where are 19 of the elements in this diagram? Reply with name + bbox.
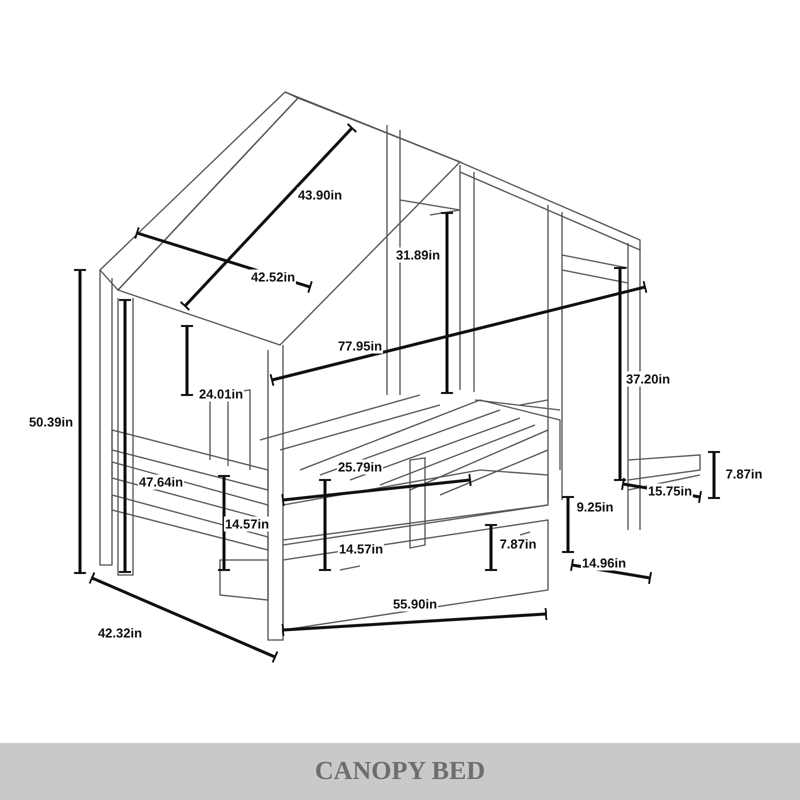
dimension-label: 42.32in (96, 626, 144, 640)
dimension-label: 7.87in (498, 536, 538, 552)
dimension-label: 31.89in (394, 248, 442, 262)
dimension-label: 55.90in (392, 596, 438, 612)
dimension-label: 24.01in (198, 386, 244, 402)
dimension-label: 25.79in (336, 460, 384, 474)
dimension-label: 15.75in (646, 484, 694, 498)
title: CANOPY BED (314, 756, 486, 786)
dimension-label: 9.25in (576, 500, 614, 514)
dimension-label: 14.57in (224, 516, 270, 532)
dimension-label: 42.52in (250, 270, 296, 284)
dimension-label: 47.64in (138, 474, 184, 490)
dimension-label: 14.57in (338, 542, 384, 556)
dimension-label: 14.96in (580, 556, 628, 570)
dimension-label: 37.20in (624, 372, 672, 386)
dimension-label: 43.90in (296, 188, 344, 202)
dimension-label: 7.87in (724, 466, 764, 482)
dimension-label: 77.95in (336, 338, 384, 354)
dimension-label: 50.39in (28, 414, 74, 430)
